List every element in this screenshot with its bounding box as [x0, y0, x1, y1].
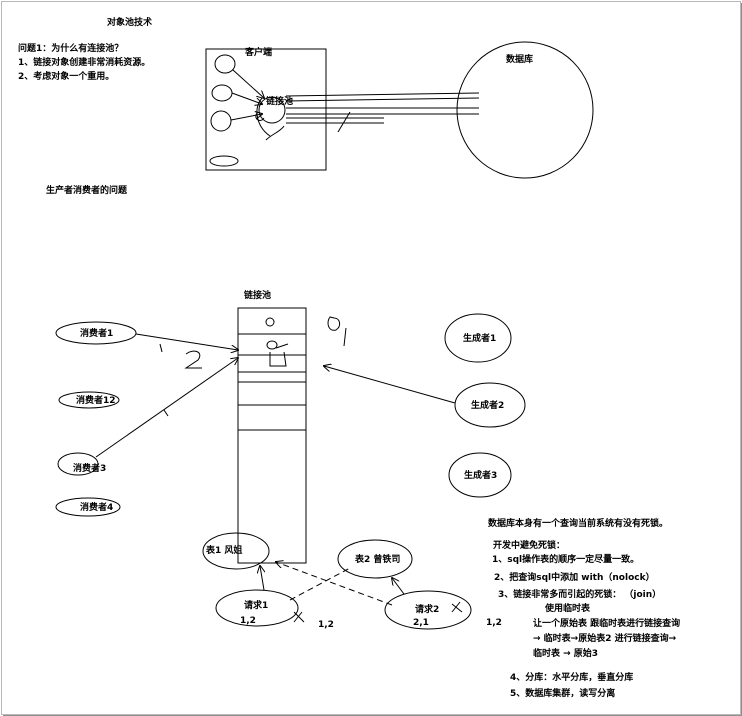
- arrow-consumer1-pool: [135, 333, 238, 350]
- request1-label: 请求1: [244, 601, 269, 611]
- request2-order: 2,1: [413, 618, 429, 628]
- between-order: 1,2: [318, 620, 334, 630]
- producer1-ellipse: [444, 313, 512, 363]
- request2-ellipse: [384, 590, 472, 630]
- arrow-consumer1-tick: [159, 343, 163, 353]
- producer3-ellipse: [448, 452, 512, 498]
- pool-slot-scribble: [269, 343, 289, 367]
- consumer12-ellipse: [58, 391, 120, 409]
- client-object-3: [210, 110, 232, 132]
- producer3-label: 生成者3: [464, 471, 498, 481]
- request1-order: 1,2: [240, 616, 256, 626]
- notes-subheading: 开发中避免死锁：: [493, 541, 566, 551]
- consumer4-label: 消费者4: [80, 503, 114, 513]
- client-box: [205, 48, 327, 171]
- notes-item-3: 3、链接非常多而引起的死锁： （join）: [498, 590, 662, 600]
- consumer4-ellipse: [55, 497, 121, 517]
- arrow-req1-table1: [260, 566, 264, 591]
- pool-slot-1: [265, 317, 275, 327]
- notes-item-3-line-2: → 临时表→原始表2 进行链接查询→: [533, 634, 677, 644]
- consumer3-ellipse: [57, 452, 99, 476]
- question-line-1: 问题1：为什么有连接池？: [18, 44, 124, 54]
- consumer1-ellipse: [55, 321, 137, 345]
- request2-label: 请求2: [415, 605, 440, 615]
- producer1-label: 生成者1: [463, 334, 497, 344]
- client-label: 客户端: [245, 48, 273, 58]
- question-line-3: 2、考虑对象一个重用。: [18, 72, 115, 82]
- notes-item-3-sub: 使用临时表: [545, 604, 591, 614]
- producer2-label: 生成者2: [471, 401, 505, 411]
- question-line-2: 1、链接对象创建非常消耗资源。: [18, 58, 151, 68]
- database-circle: [456, 41, 594, 179]
- req1-cross-b: [293, 611, 303, 623]
- req2-table1-dashed: [276, 562, 393, 606]
- req1-cross-a: [293, 611, 305, 623]
- database-label: 数据库: [506, 55, 534, 65]
- pool-circle-top: [258, 96, 286, 124]
- req2-cross-a: [451, 603, 463, 613]
- notes-item-1: 1、sql操作表的顺序一定尽量一致。: [492, 555, 640, 565]
- conn-tick: [337, 111, 351, 133]
- arrow-req2-table2: [392, 578, 405, 595]
- consumer1-label: 消费者1: [80, 329, 114, 339]
- notes-item-5: 5、数据库集群，读写分离: [510, 689, 616, 699]
- section2-title: 生产者消费者的问题: [46, 186, 128, 196]
- conn-line-2: [285, 97, 480, 102]
- arrow-producer2-pool: [324, 366, 456, 404]
- arrow-consumer3-tick: [163, 409, 169, 417]
- notes-item-3-line-3: 临时表 → 原始3: [533, 649, 599, 659]
- arrow-c2-pool: [231, 92, 262, 104]
- arrow-c1-pool: [232, 69, 264, 98]
- sketch-mark-2: [184, 350, 202, 369]
- notes-item-2: 2、把查询sql中添加 with（nolock）: [494, 573, 655, 583]
- conn-line-1: [285, 92, 480, 97]
- pool-slot-2: [266, 340, 278, 350]
- pool-rect: [237, 307, 307, 564]
- side-mark-0: [327, 316, 341, 331]
- consumer3-label: 消费者3: [73, 464, 107, 474]
- client-object-4: [209, 155, 239, 167]
- arrow-c3-pool: [230, 114, 262, 121]
- client-object-2: [211, 84, 233, 102]
- side-mark-1: [343, 327, 347, 347]
- producer2-ellipse: [454, 382, 526, 428]
- table1-ellipse: [202, 532, 270, 570]
- consumer12-label: 消费者12: [76, 396, 116, 406]
- page-title: 对象池技术: [107, 18, 153, 28]
- request1-ellipse: [215, 589, 299, 627]
- req1-table2-dashed: [289, 567, 351, 601]
- notes-item-3-line-1: 让一个原始表 跟临时表进行链接查询: [533, 619, 681, 629]
- top-pool-label: 链接池: [266, 97, 294, 107]
- table1-label: 表1 风姐: [206, 546, 243, 556]
- notes-heading: 数据库本身有一个查询当前系统有没有死锁。: [488, 519, 669, 529]
- side-order: 1,2: [486, 618, 502, 628]
- table2-ellipse: [337, 539, 413, 579]
- notes-item-4: 4、分库：水平分库，垂直分库: [510, 673, 634, 683]
- middle-pool-label: 链接池: [244, 291, 272, 301]
- client-object-1: [214, 54, 236, 74]
- req2-cross-b: [451, 601, 461, 613]
- table2-label: 表2 曾铁司: [355, 555, 401, 565]
- arrow-consumer3-pool: [95, 358, 238, 458]
